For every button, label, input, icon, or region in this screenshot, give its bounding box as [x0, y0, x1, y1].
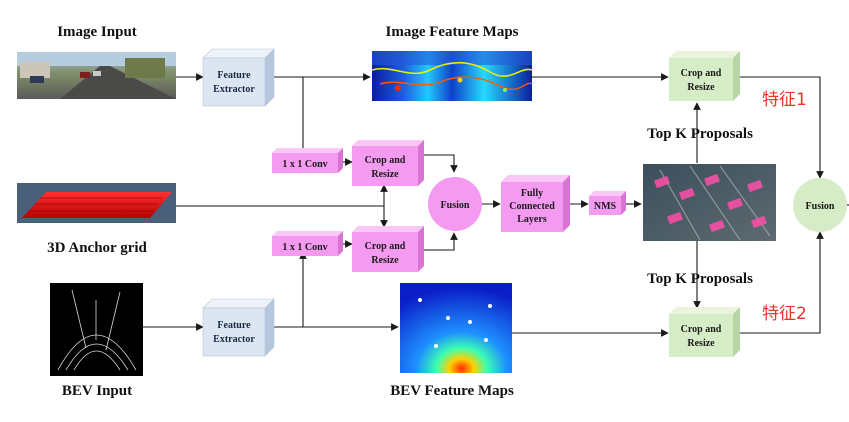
nms-label: NMS	[594, 201, 617, 212]
crop-right-top-line1: Crop and	[681, 68, 722, 79]
conv-top-label: 1 x 1 Conv	[282, 159, 327, 170]
feature-extractor-bottom-line2: Extractor	[213, 334, 255, 345]
crop-right-top-line2: Resize	[687, 82, 715, 93]
image-input-photo	[17, 52, 176, 99]
bev-input-image	[50, 283, 143, 376]
arrow-crop-top-to-fusion	[420, 154, 458, 173]
crop-mid-top-line1: Crop and	[365, 155, 406, 166]
crop-right-bottom-line2: Resize	[687, 338, 715, 349]
crop-mid-bottom-line1: Crop and	[365, 241, 406, 252]
bev-feature-map	[400, 283, 512, 373]
fusion-right-label: Fusion	[806, 201, 835, 212]
conv-bottom-box: 1 x 1 Conv	[272, 231, 343, 256]
arrow-crop-bottom-to-fusion-right	[738, 231, 824, 334]
fusion-mid: Fusion	[428, 177, 482, 231]
top-k-proposals-lower-label: Top K Proposals	[647, 271, 753, 287]
image-input-label: Image Input	[57, 24, 137, 40]
feature-extractor-bottom-line1: Feature	[217, 320, 251, 331]
fc-layers-line2: Connected	[509, 201, 555, 212]
top-k-proposals-image	[643, 164, 776, 241]
conv-bottom-label: 1 x 1 Conv	[282, 242, 327, 253]
image-feature-map	[371, 51, 533, 101]
anchor-grid-image	[17, 183, 176, 223]
crop-mid-bottom-line2: Resize	[371, 255, 399, 266]
feature1-label: 特征1	[762, 90, 807, 110]
arrow-crop-bottom-to-fusion	[420, 232, 458, 251]
fc-layers-line3: Layers	[517, 214, 547, 225]
fusion-mid-label: Fusion	[441, 200, 470, 211]
feature2-label: 特征2	[762, 304, 807, 324]
feature-extractor-top-line1: Feature	[217, 70, 251, 81]
fusion-right: Fusion	[793, 178, 847, 232]
arrow-crop-top-to-fusion-right	[738, 76, 824, 179]
crop-right-bottom-box: Crop and Resize	[669, 307, 740, 357]
crop-mid-bottom-box: Crop and Resize	[352, 226, 424, 272]
feature-extractor-top-line2: Extractor	[213, 84, 255, 95]
crop-right-bottom-line1: Crop and	[681, 324, 722, 335]
bev-input-label: BEV Input	[62, 383, 132, 399]
image-feature-maps-label: Image Feature Maps	[385, 24, 518, 40]
fc-layers-line1: Fully	[521, 188, 543, 199]
bev-feature-maps-label: BEV Feature Maps	[390, 383, 514, 399]
fc-layers-box: Fully Connected Layers	[501, 175, 570, 232]
crop-right-top-box: Crop and Resize	[669, 51, 740, 101]
conv-top-box: 1 x 1 Conv	[272, 148, 343, 173]
nms-box: NMS	[589, 191, 626, 215]
crop-mid-top-box: Crop and Resize	[352, 140, 424, 186]
feature-extractor-top: Feature Extractor	[202, 48, 275, 107]
crop-mid-top-line2: Resize	[371, 169, 399, 180]
anchor-grid-label: 3D Anchor grid	[47, 240, 147, 256]
feature-extractor-bottom: Feature Extractor	[202, 298, 275, 357]
top-k-proposals-upper-label: Top K Proposals	[647, 126, 753, 142]
